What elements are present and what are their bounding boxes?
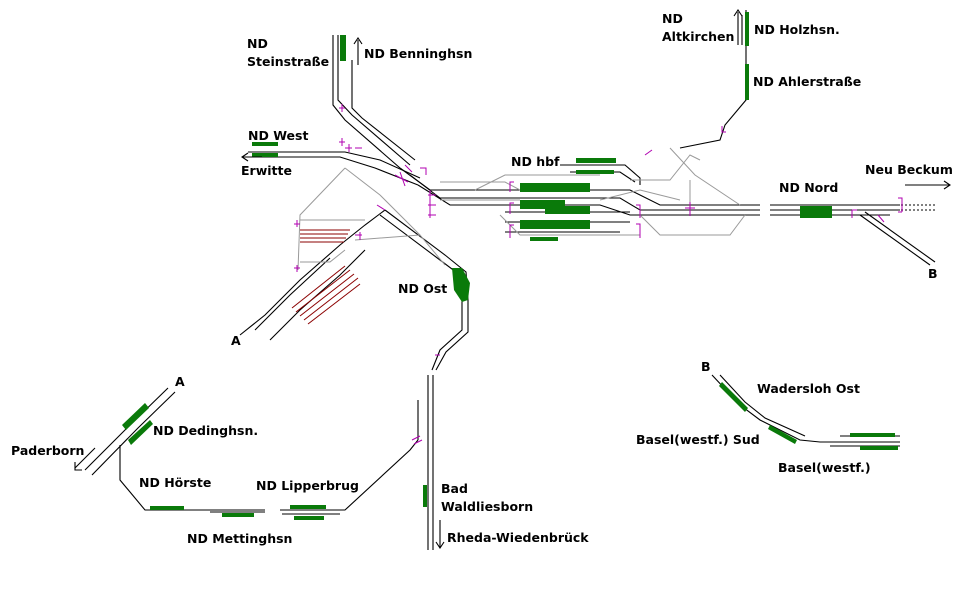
label-nd-ost: ND Ost	[398, 281, 447, 296]
label-nd-horste: ND Hörste	[139, 475, 211, 490]
label-nd-nord: ND Nord	[779, 180, 838, 195]
yard-tracks	[297, 147, 746, 271]
label-nd-hbf: ND hbf	[511, 154, 560, 169]
sidings	[291, 229, 361, 325]
label-nd-steinstrasse-2: Steinstraße	[247, 54, 329, 69]
label-nd-lipperbrug: ND Lipperbrug	[256, 478, 359, 493]
label-nd-altkirchen-2: Altkirchen	[662, 29, 734, 44]
label-neu-beckum: Neu Beckum	[865, 162, 953, 177]
label-nd-ahlerstrasse: ND Ahlerstraße	[753, 74, 861, 89]
label-nd-steinstrasse-1: ND	[247, 36, 268, 51]
label-nd-west: ND West	[248, 128, 308, 143]
label-bad-waldliesborn-1: Bad	[441, 481, 468, 496]
label-basel-westf-sud: Basel(westf.) Sud	[636, 432, 760, 447]
label-nd-mettinghsn: ND Mettinghsn	[187, 531, 292, 546]
direction-arrows	[74, 9, 951, 549]
label-point-b-east: B	[701, 359, 711, 374]
label-paderborn: Paderborn	[11, 443, 84, 458]
label-point-b-north: B	[928, 266, 938, 281]
label-basel-westf: Basel(westf.)	[778, 460, 871, 475]
signals	[294, 104, 903, 445]
label-nd-altkirchen-1: ND	[662, 11, 683, 26]
label-erwitte: Erwitte	[241, 163, 292, 178]
label-point-a-south: A	[175, 374, 185, 389]
label-nd-benninghsn: ND Benninghsn	[364, 46, 472, 61]
label-point-a-west: A	[231, 333, 241, 348]
label-nd-dedinghsn: ND Dedinghsn.	[153, 423, 258, 438]
label-wadersloh-ost: Wadersloh Ost	[757, 381, 860, 396]
label-bad-waldliesborn-2: Waldliesborn	[441, 499, 533, 514]
label-rheda-wiedenbruck: Rheda-Wiedenbrück	[447, 530, 589, 545]
label-nd-holzhsn: ND Holzhsn.	[754, 22, 840, 37]
labels: ND Steinstraße ND Benninghsn ND West Erw…	[11, 11, 953, 546]
platforms	[122, 12, 898, 520]
